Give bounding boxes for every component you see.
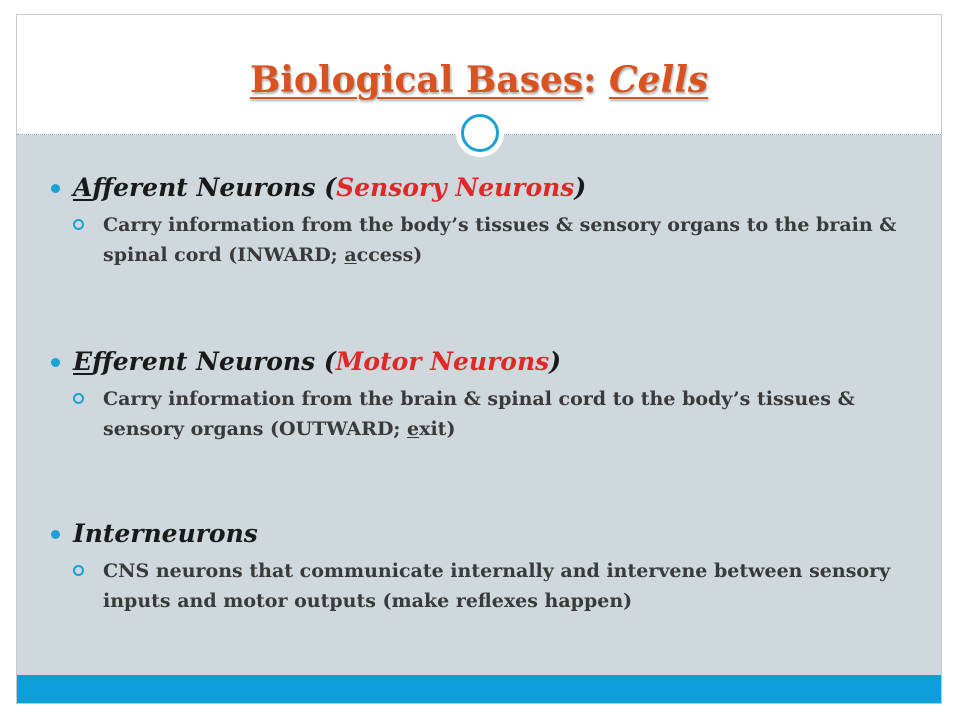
description-text-end: ccess) <box>356 244 423 266</box>
section-heading: Efferent Neurons (Motor Neurons) <box>51 347 911 376</box>
title-area: Biological Bases: Cells <box>17 15 941 135</box>
section-description: Carry information from the body’s tissue… <box>51 210 911 270</box>
section-interneurons: Interneurons CNS neurons that communicat… <box>51 519 911 616</box>
description-text: Carry information from the brain & spina… <box>103 388 855 440</box>
ring-ornament-icon <box>456 109 504 157</box>
section-efferent: Efferent Neurons (Motor Neurons) Carry i… <box>51 347 911 444</box>
hollow-bullet-icon <box>73 219 84 230</box>
heading-alt-name: Motor Neurons <box>335 347 550 376</box>
heading-text: fferent Neurons ( <box>92 347 336 376</box>
heading-alt-name: Sensory Neurons <box>336 173 575 202</box>
hollow-bullet-icon <box>73 393 84 404</box>
section-description: Carry information from the brain & spina… <box>51 384 911 444</box>
description-text: Carry information from the body’s tissue… <box>103 214 897 266</box>
section-heading: Interneurons <box>51 519 911 548</box>
heading-text: Interneurons <box>73 519 258 548</box>
hollow-bullet-icon <box>73 565 84 576</box>
heading-close: ) <box>549 347 562 376</box>
section-description: CNS neurons that communicate internally … <box>51 556 911 616</box>
slide-title: Biological Bases: Cells <box>17 59 941 101</box>
section-heading: Afferent Neurons (Sensory Neurons) <box>51 173 911 202</box>
description-mnemonic-letter: e <box>407 418 420 440</box>
description-text: CNS neurons that communicate internally … <box>103 560 891 612</box>
title-colon: : <box>583 59 609 101</box>
slide-frame: Biological Bases: Cells Afferent Neurons… <box>16 14 942 704</box>
description-text-end: xit) <box>419 418 456 440</box>
title-sub: Cells <box>608 59 709 101</box>
section-afferent: Afferent Neurons (Sensory Neurons) Carry… <box>51 173 911 270</box>
content-area <box>17 135 941 675</box>
bottom-bar <box>17 675 941 703</box>
heading-close: ) <box>574 173 587 202</box>
description-mnemonic-letter: a <box>344 244 357 266</box>
heading-lead-letter: E <box>73 347 93 376</box>
heading-lead-letter: A <box>73 173 93 202</box>
heading-text: fferent Neurons ( <box>92 173 337 202</box>
title-main: Biological Bases <box>249 59 584 101</box>
